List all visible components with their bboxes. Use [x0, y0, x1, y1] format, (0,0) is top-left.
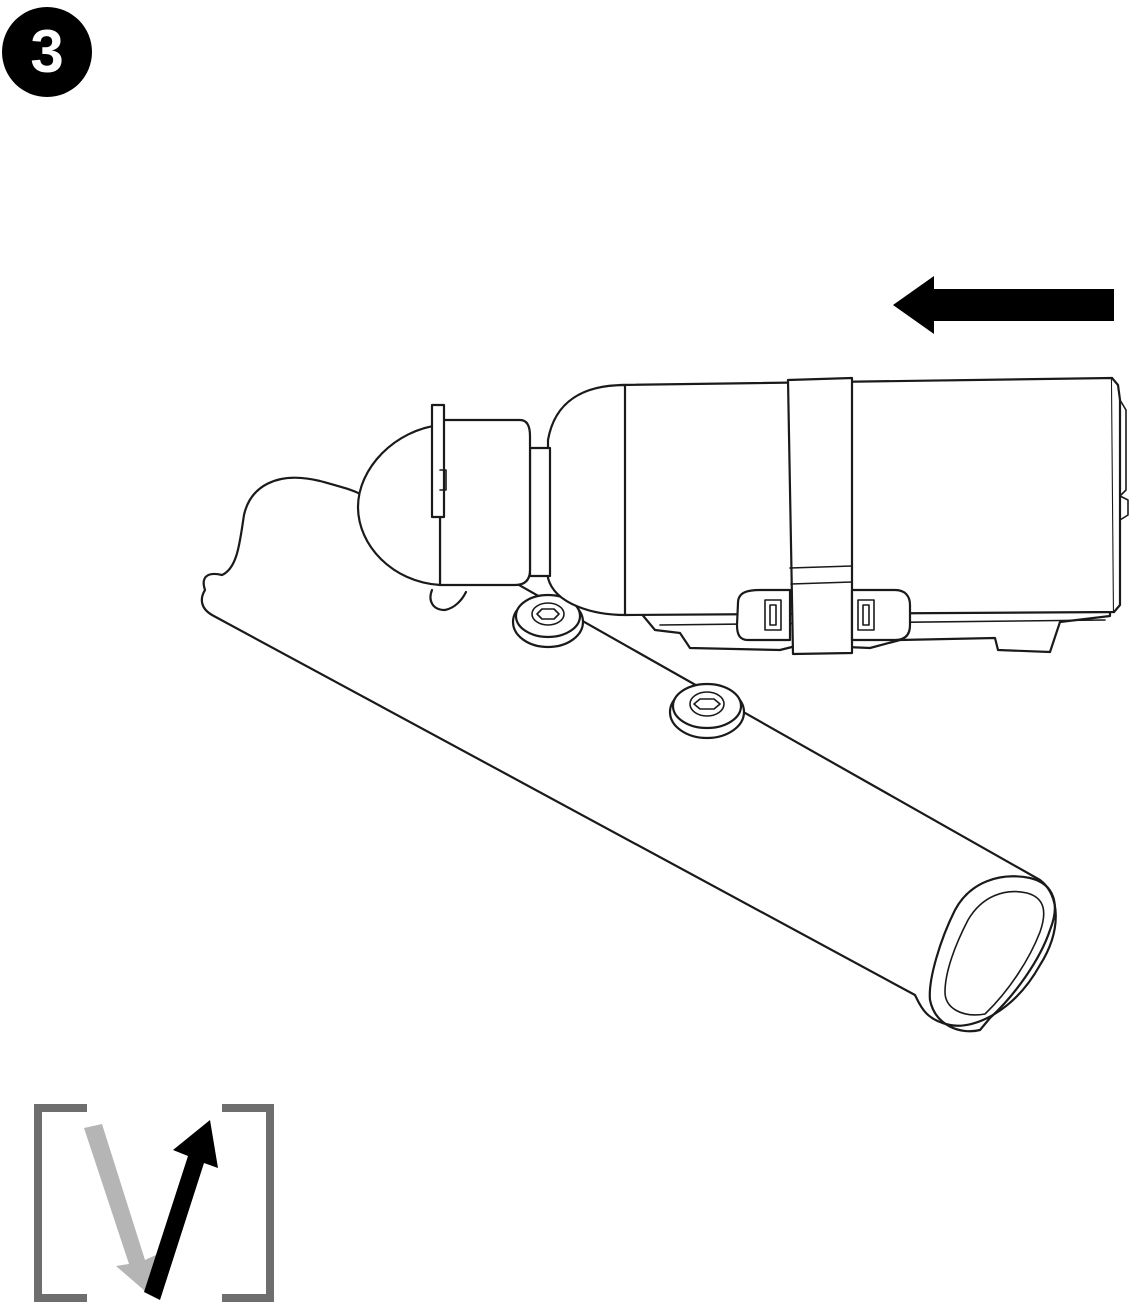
- arrow-left-icon: [893, 276, 1114, 334]
- bolt-left: [511, 593, 585, 649]
- step-number-text: 3: [30, 18, 64, 85]
- handlebar-tube: [200, 476, 1057, 1033]
- bike-light: [356, 376, 1129, 656]
- bolt-right: [668, 682, 746, 740]
- up-down-arrows-bracket-icon: [34, 1104, 274, 1302]
- step-number-badge: 3: [2, 7, 92, 97]
